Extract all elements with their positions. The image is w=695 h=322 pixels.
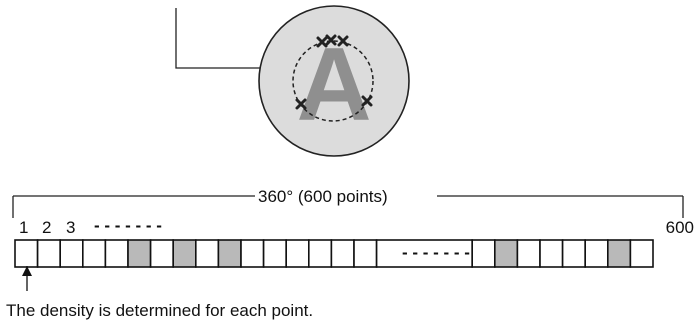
span-bracket [12, 195, 684, 218]
index-label-3: 3 [66, 218, 75, 237]
left-point-cell-4 [82, 239, 107, 268]
right-point-cell-3 [516, 239, 541, 268]
left-point-cell-5 [104, 239, 129, 268]
left-point-cell-3 [59, 239, 84, 268]
left-point-cell-13 [285, 239, 310, 268]
left-point-cell-1 [14, 239, 39, 268]
right-point-cell-2 [493, 239, 519, 268]
left-point-cell-15 [330, 239, 355, 268]
left-point-cell-14 [307, 239, 333, 268]
right-point-cell-6 [584, 239, 609, 268]
sample-cross-marks [295, 34, 373, 110]
right-point-cell-1 [471, 239, 496, 268]
index-gap-dashes: - - - - - - - [94, 216, 162, 235]
index-label-600: 600 [666, 218, 694, 237]
right-point-cell-7 [606, 239, 632, 268]
right-point-cell-5 [561, 239, 586, 268]
left-point-cell-9 [195, 239, 220, 268]
right-point-cell-4 [539, 239, 564, 268]
scan-circle [292, 40, 374, 122]
left-point-cell-2 [36, 239, 61, 268]
letter-glyph: A [296, 27, 371, 143]
span-label: 360° (600 points) [258, 187, 388, 206]
right-point-cell-8 [629, 239, 654, 268]
point-strip [14, 239, 654, 268]
strip-gap-dashes: - - - - - - - [402, 243, 470, 262]
left-point-cell-16 [353, 239, 378, 268]
left-point-cell-7 [149, 239, 175, 268]
left-point-cell-6 [127, 239, 152, 268]
left-point-cell-10 [217, 239, 242, 268]
left-point-cell-8 [172, 239, 197, 268]
first-point-arrow [22, 266, 32, 291]
left-point-cell-11 [240, 239, 265, 268]
caption: The density is determined for each point… [6, 301, 313, 320]
index-label-1: 1 [19, 218, 28, 237]
leader-line [175, 8, 290, 69]
magnifier-circle [258, 5, 410, 157]
index-label-2: 2 [42, 218, 51, 237]
magnified-letter-view: A [258, 5, 410, 157]
left-point-cell-12 [262, 239, 288, 268]
